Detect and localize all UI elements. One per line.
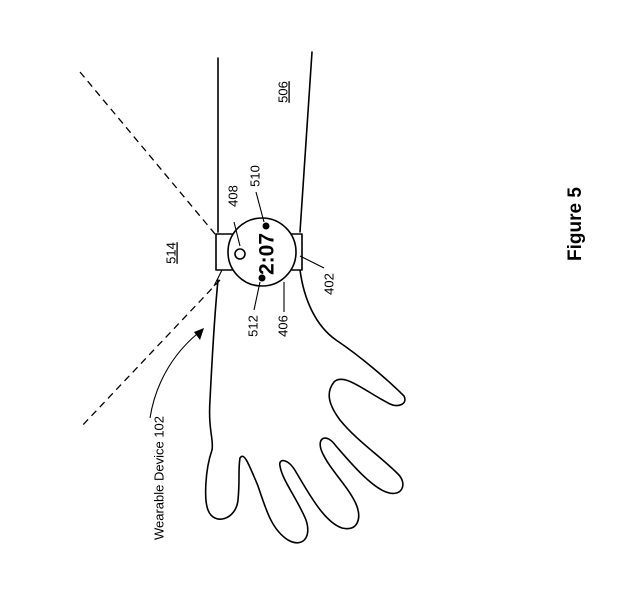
sensor-dot-512-icon [258,274,266,282]
device-pointer-arrowhead [194,328,204,340]
ref-402: 402 [321,273,336,295]
leader-512 [253,281,261,311]
sensor-dot-510-icon [262,222,270,230]
device-pointer-line [149,329,203,419]
fov-line-lower [79,279,221,429]
ref-510: 510 [247,165,262,187]
figure-title: Figure 5 [565,187,586,261]
wearable-device [215,217,303,287]
ref-506: 506 [275,81,290,103]
camera-lens-icon [234,248,246,260]
arm-outline [204,51,406,544]
ref-406: 406 [275,315,290,337]
hand-wrist-crease [213,269,223,287]
leader-408 [233,221,241,247]
hand-outline [204,269,406,544]
leader-402 [299,255,325,269]
ref-514: 514 [163,242,178,264]
ref-408: 408 [225,185,240,207]
device-label: Wearable Device 102 [151,416,166,540]
watch-time: 2:07 [256,233,279,275]
leader-lines [149,191,325,419]
field-of-view-lines [79,71,221,429]
watch-face [227,217,297,287]
arm-lower-edge [299,51,313,233]
leader-510 [255,191,265,223]
ref-512: 512 [245,315,260,337]
fov-line-upper [79,71,221,241]
